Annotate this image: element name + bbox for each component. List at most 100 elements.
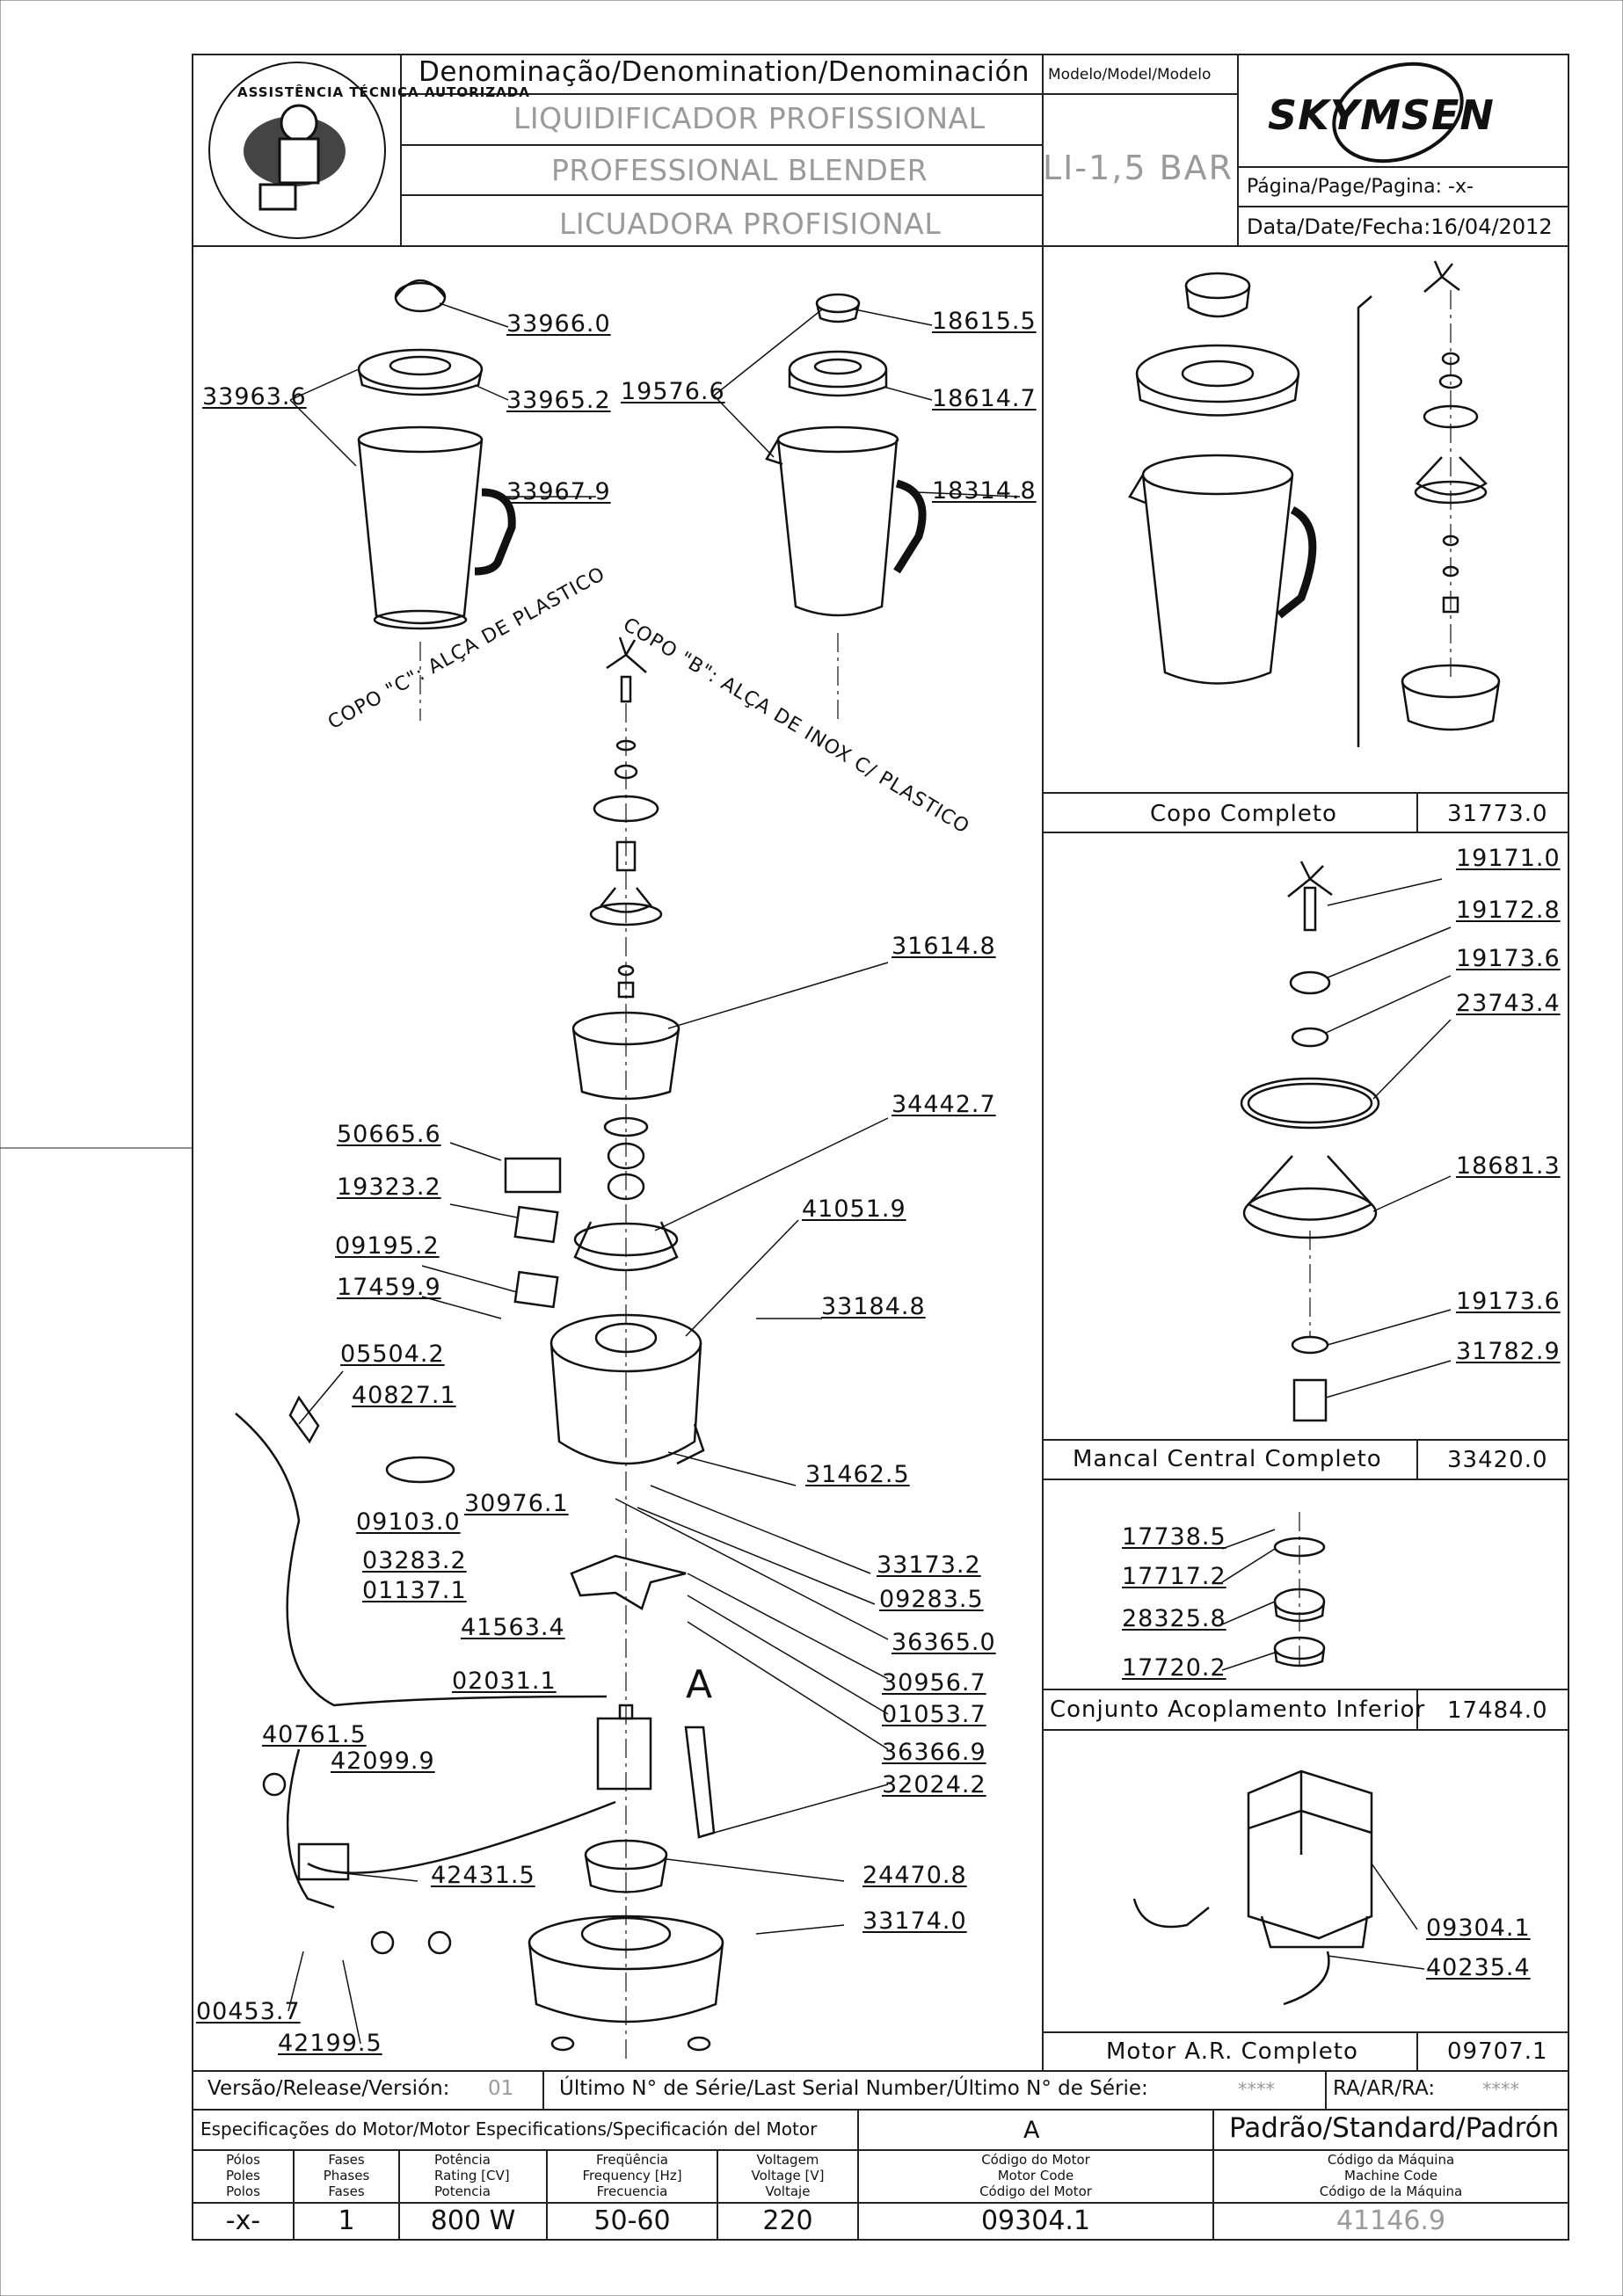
brand-logo-swoosh	[1332, 62, 1464, 163]
denomination-label: Denominação/Denomination/Denominación	[418, 56, 1030, 88]
value-motor-code: 09304.1	[980, 2205, 1091, 2236]
brand-name: SKYMSEN	[1268, 91, 1495, 139]
part-number: 36366.9	[882, 1739, 986, 1766]
part-number: 18681.3	[1456, 1152, 1561, 1180]
panel-title-copo-completo: Copo Completo	[1150, 801, 1337, 827]
motor-drawing	[1132, 1769, 1373, 2006]
part-number: 30976.1	[464, 1490, 569, 1517]
col-label-voltage: Voltagem Voltage [V] Voltaje	[751, 2152, 825, 2199]
date-label: Data/Date/Fecha:16/04/2012	[1247, 214, 1553, 239]
part-number: 03283.2	[362, 1547, 467, 1574]
part-number: 31614.8	[892, 933, 996, 960]
part-number: 33966.0	[506, 310, 611, 338]
part-number: 19171.0	[1456, 845, 1561, 872]
date-value: 16/04/2012	[1430, 214, 1553, 239]
panel-code-motor: 09707.1	[1447, 2038, 1548, 2065]
value-voltage: 220	[762, 2205, 813, 2236]
part-number: 05504.2	[340, 1341, 445, 1368]
part-number: 40235.4	[1426, 1954, 1531, 1981]
part-number: 34442.7	[892, 1091, 996, 1118]
cup-c-drawing	[357, 279, 516, 630]
part-number: 00453.7	[196, 1998, 301, 2025]
serial-label: Último N° de Série/Last Serial Number/Úl…	[559, 2077, 1148, 2100]
product-name-es: LICUADORA PROFISIONAL	[559, 207, 942, 241]
col-label-frequency: Freqüência Frequency [Hz] Frecuencia	[582, 2152, 682, 2199]
part-number: 01137.1	[362, 1577, 467, 1604]
product-name-pt: LIQUIDIFICADOR PROFISSIONAL	[513, 101, 986, 135]
part-number: 17717.2	[1122, 1563, 1226, 1590]
part-number: 40827.1	[352, 1382, 456, 1409]
version-label: Versão/Release/Versión:	[207, 2077, 450, 2100]
seal-text: ASSISTÊNCIA TÉCNICA AUTORIZADA	[237, 84, 530, 100]
standard-label: Padrão/Standard/Padrón	[1229, 2112, 1560, 2144]
part-number: 17720.2	[1122, 1654, 1226, 1682]
detail-marker: A	[686, 1662, 713, 1707]
part-number: 31462.5	[805, 1461, 910, 1488]
product-name-en: PROFESSIONAL BLENDER	[551, 153, 928, 187]
part-number: 32024.2	[882, 1771, 986, 1798]
part-number: 09195.2	[335, 1232, 440, 1260]
part-number: 33174.0	[862, 1907, 967, 1935]
part-number: 17738.5	[1122, 1523, 1226, 1551]
part-number: 09283.5	[879, 1586, 984, 1613]
panel-title-acoplamento-inferior: Conjunto Acoplamento Inferior	[1050, 1697, 1426, 1723]
part-number: 24470.8	[862, 1862, 967, 1889]
part-number: 01053.7	[882, 1701, 986, 1728]
part-number: 42431.5	[431, 1862, 535, 1889]
part-number: 33173.2	[877, 1551, 981, 1579]
part-number: 18314.8	[932, 477, 1037, 505]
part-number: 02031.1	[452, 1668, 557, 1695]
panel-code-mancal-central: 33420.0	[1447, 1447, 1548, 1473]
part-number: 42099.9	[331, 1747, 435, 1775]
motor-variant: A	[1023, 2117, 1040, 2144]
col-label-machine-code: Código da Máquina Machine Code Código de…	[1319, 2152, 1463, 2199]
part-number: 31782.9	[1456, 1338, 1561, 1365]
value-frequency: 50-60	[593, 2205, 671, 2236]
part-number: 09103.0	[356, 1508, 461, 1536]
copo-completo-drawing	[1128, 260, 1501, 747]
value-phases: 1	[338, 2205, 355, 2236]
part-number: 50665.6	[337, 1121, 441, 1148]
panel-title-mancal-central: Mancal Central Completo	[1073, 1446, 1382, 1472]
model-label: Modelo/Model/Modelo	[1048, 66, 1212, 84]
ra-label: RA/AR/RA:	[1333, 2077, 1436, 2100]
part-number: 36365.0	[892, 1629, 996, 1656]
part-number: 09304.1	[1426, 1915, 1531, 1942]
part-number: 19576.6	[621, 378, 725, 405]
col-label-poles: Pólos Poles Polos	[226, 2152, 260, 2199]
motor-spec-label: Especificações do Motor/Motor Especifica…	[200, 2118, 818, 2140]
part-number: 19172.8	[1456, 897, 1561, 924]
col-label-phases: Fases Phases Fases	[323, 2152, 370, 2199]
part-number: 18614.7	[932, 385, 1037, 412]
part-number: 33184.8	[821, 1293, 926, 1320]
part-number: 41051.9	[802, 1195, 906, 1223]
value-rating: 800 W	[430, 2205, 516, 2236]
panel-code-copo-completo: 31773.0	[1447, 801, 1548, 827]
part-number: 17459.9	[337, 1274, 441, 1301]
part-number: 33965.2	[506, 387, 611, 414]
part-number: 42199.5	[278, 2030, 382, 2057]
value-poles: -x-	[225, 2205, 261, 2236]
part-number: 30956.7	[882, 1669, 986, 1697]
part-number: 33963.6	[202, 383, 307, 411]
centerlines	[419, 290, 1452, 2061]
ra-value: ****	[1482, 2079, 1519, 2100]
part-number: 23743.4	[1456, 990, 1561, 1017]
cup-b-drawing	[765, 293, 927, 617]
serial-value: ****	[1238, 2079, 1275, 2100]
version-value: 01	[488, 2077, 514, 2100]
col-label-motor-code: Código do Motor Motor Code Código del Mo…	[979, 2152, 1092, 2199]
model-value: LI-1,5 BAR	[1043, 149, 1234, 187]
page-label: Página/Page/Pagina: -x-	[1247, 176, 1474, 198]
part-number: 19173.6	[1456, 945, 1561, 972]
leader-lines	[287, 302, 1452, 2045]
part-number: 19323.2	[337, 1173, 441, 1201]
panel-title-motor: Motor A.R. Completo	[1106, 2038, 1358, 2065]
seal-logo	[208, 62, 386, 239]
panel-code-acoplamento-inferior: 17484.0	[1447, 1697, 1548, 1724]
part-number: 41563.4	[461, 1614, 565, 1641]
col-label-rating: Potência Rating [CV] Potencia	[434, 2152, 510, 2199]
part-number: 18615.5	[932, 308, 1037, 335]
